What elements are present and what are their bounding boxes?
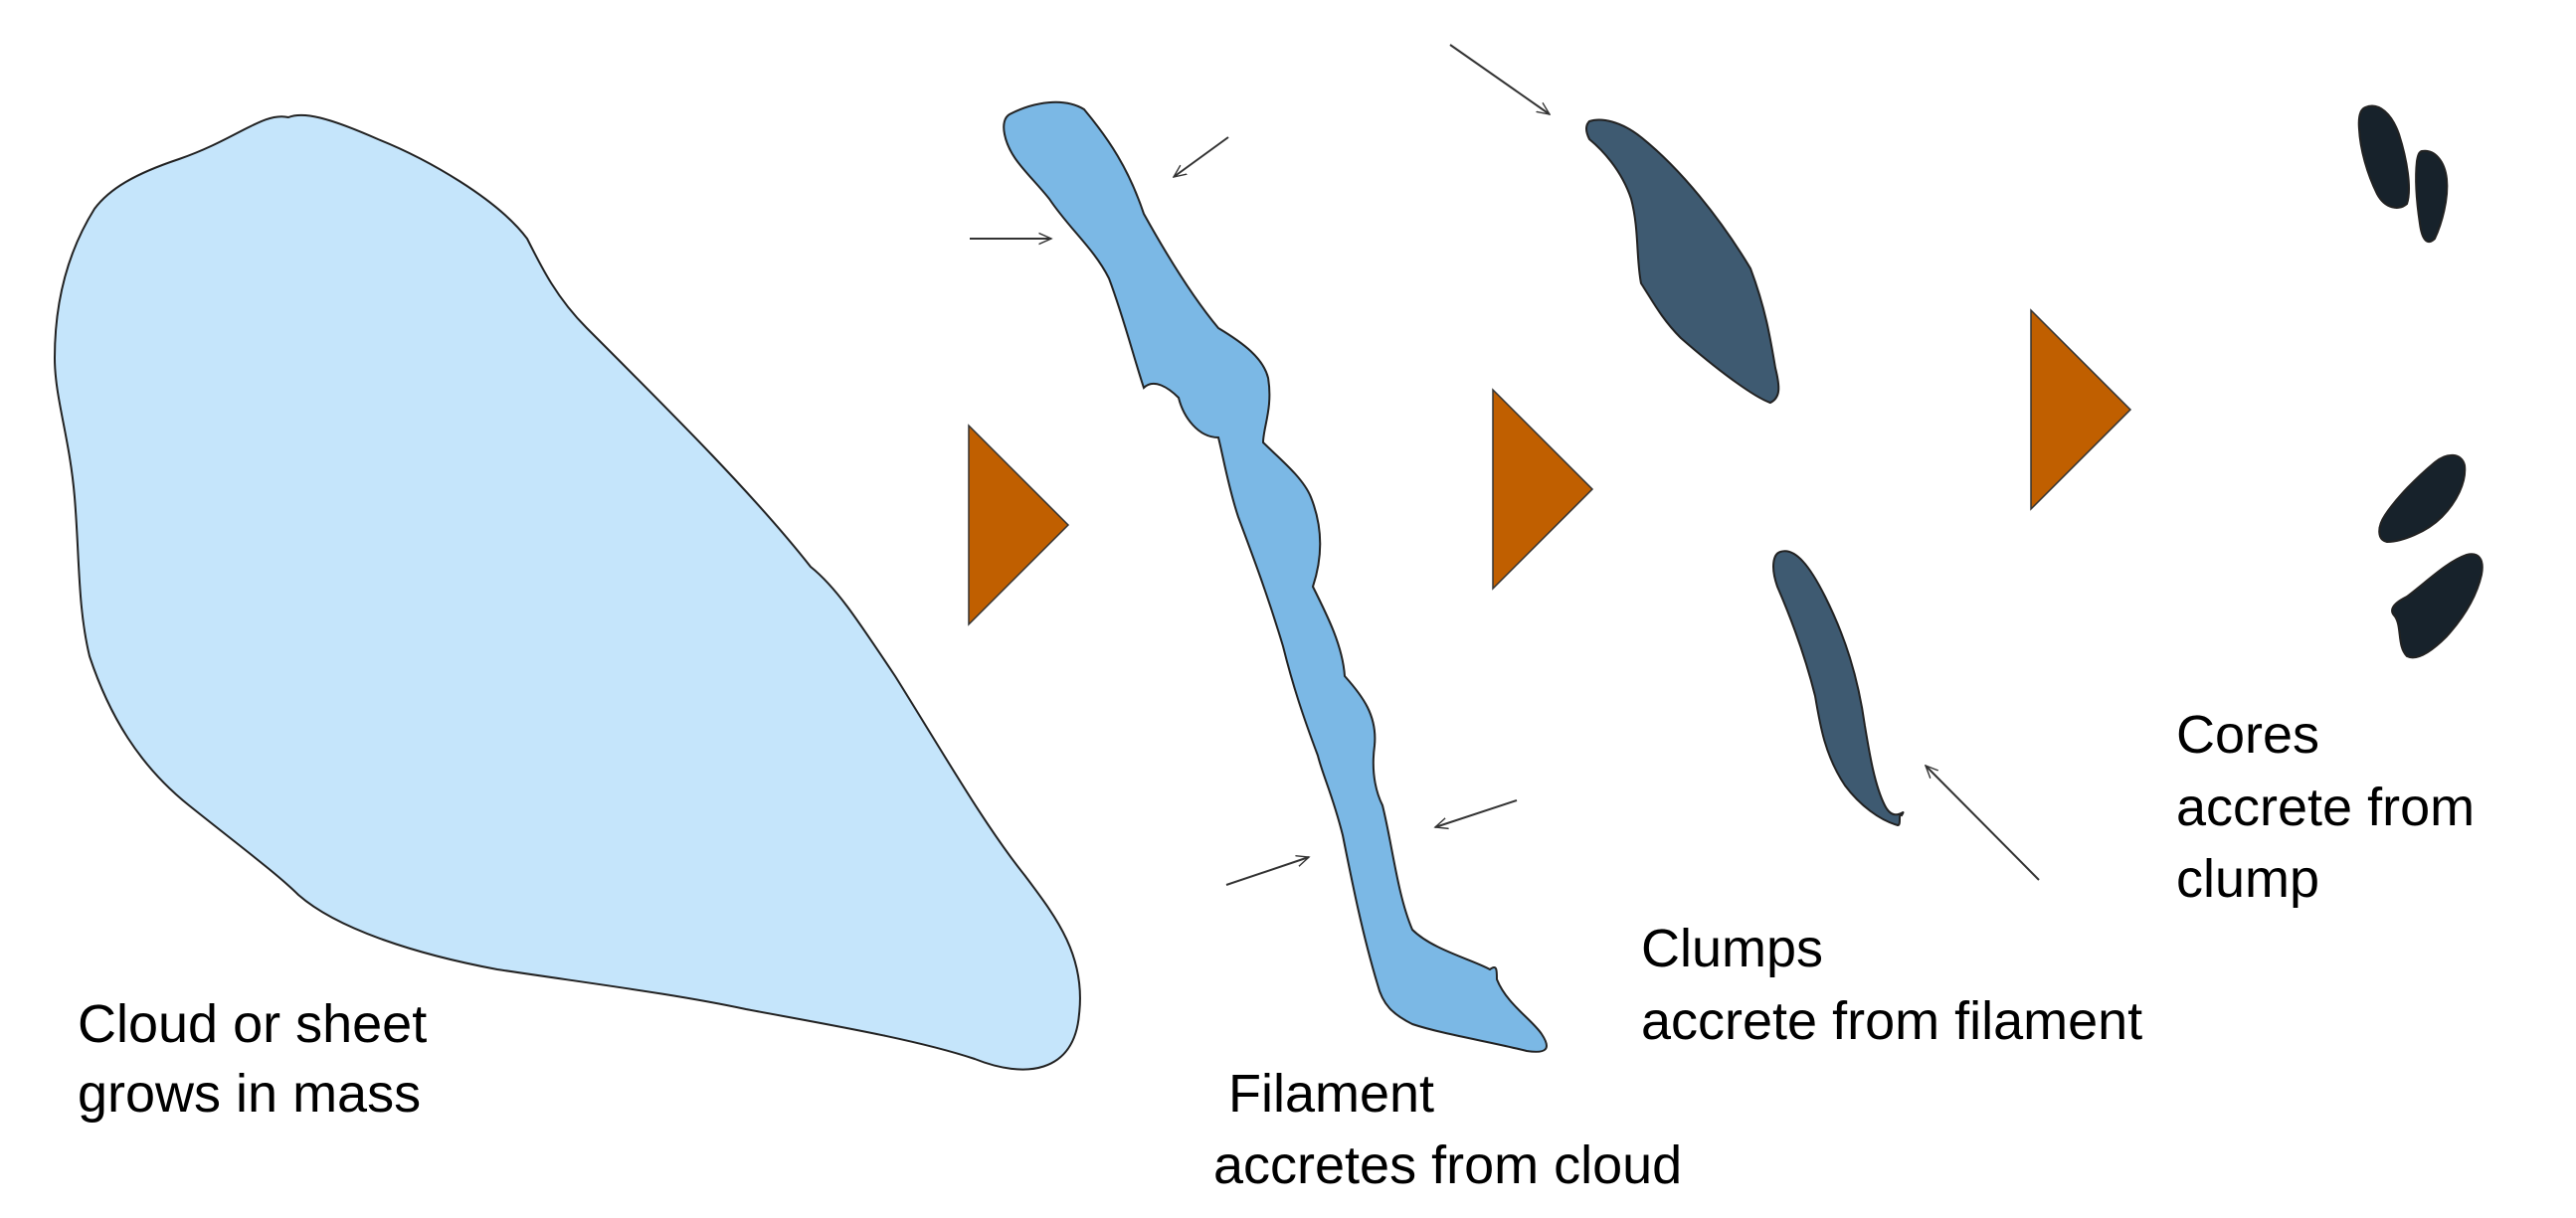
cores-label-line2: accrete from xyxy=(2176,778,2475,837)
stage-arrow-1 xyxy=(968,424,1070,626)
clump-shape-upper xyxy=(1585,118,1780,405)
filament-label-line2: accretes from cloud xyxy=(1213,1135,1682,1195)
inflow-arrow-5 xyxy=(1449,44,1550,114)
inflow-arrow-4 xyxy=(1225,857,1309,886)
stage-arrow-3 xyxy=(2030,308,2132,511)
stage-arrow-2 xyxy=(1492,388,1594,591)
core-shape-1 xyxy=(2357,104,2410,209)
cloud-shape xyxy=(53,113,1081,1071)
clump-shape-lower xyxy=(1772,550,1905,827)
clumps-label-line2: accrete from filament xyxy=(1641,991,2142,1051)
core-shape-3 xyxy=(2378,453,2467,544)
inflow-arrow-1 xyxy=(1174,136,1229,177)
cloud-label-line2: grows in mass xyxy=(78,1064,421,1124)
cores-label: Cores accrete from clump xyxy=(2176,705,2489,909)
core-shape-4 xyxy=(2391,553,2484,659)
cloud-label: Cloud or sheet grows in mass xyxy=(78,994,442,1124)
inflow-arrow-6 xyxy=(1926,766,2040,881)
cores-label-line1: Cores xyxy=(2176,705,2319,765)
filament-label-line1: Filament xyxy=(1228,1064,1434,1124)
cores-label-line3: clump xyxy=(2176,849,2319,909)
clumps-label: Clumps accrete from filament xyxy=(1641,919,2142,1051)
clumps-label-line1: Clumps xyxy=(1641,919,1823,978)
filament-label: Filament accretes from cloud xyxy=(1213,1064,1682,1195)
cloud-label-line1: Cloud or sheet xyxy=(78,994,427,1054)
inflow-arrow-3 xyxy=(1435,799,1518,827)
filament-shape xyxy=(1003,100,1548,1053)
core-shape-2 xyxy=(2415,149,2449,244)
